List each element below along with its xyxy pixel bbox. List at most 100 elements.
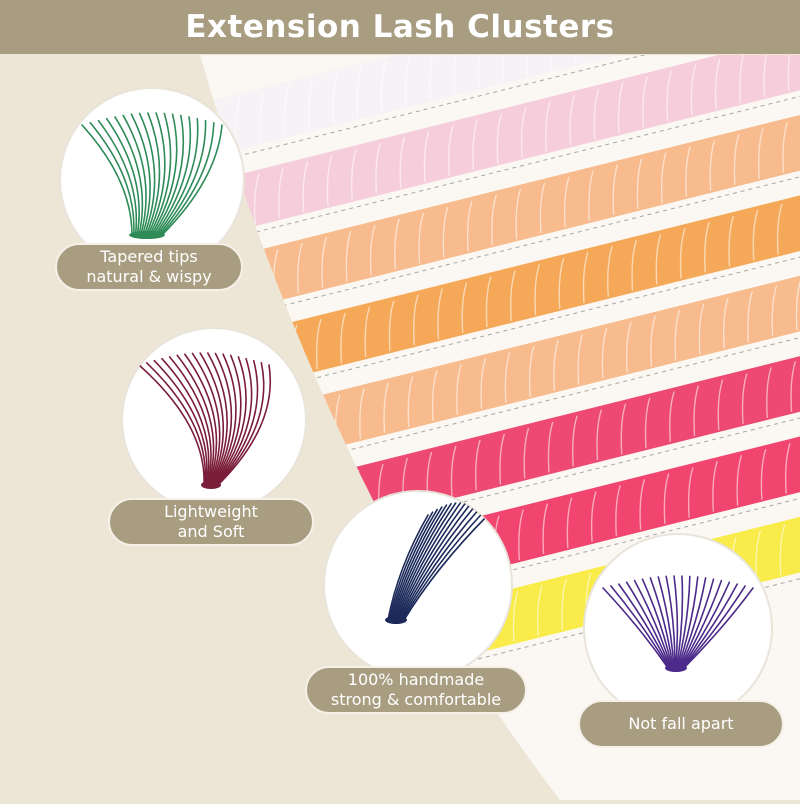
lash-fiber	[456, 364, 462, 415]
lash-strand	[649, 577, 674, 669]
lash-fiber	[388, 300, 395, 352]
lash-fiber	[485, 276, 492, 328]
lash-fiber	[340, 312, 346, 364]
lash-strand	[191, 352, 221, 486]
lash-strand	[675, 575, 684, 669]
lash-strand	[625, 581, 672, 669]
navy-lash-cluster-image	[385, 502, 489, 624]
lash-strand	[216, 361, 265, 486]
lash-fiber	[639, 479, 646, 530]
lash-fiber	[790, 361, 797, 412]
page-title: Extension Lash Clusters	[185, 9, 615, 45]
lash-strand	[130, 113, 151, 236]
row-divider	[200, 55, 800, 202]
lash-strand	[154, 116, 192, 236]
feature-label-line: 100% handmade	[347, 670, 485, 689]
lash-fiber	[782, 122, 789, 173]
lash-fiber	[512, 591, 519, 642]
lash-strand	[673, 575, 679, 669]
lash-fiber	[787, 55, 794, 91]
lash-fiber	[375, 143, 382, 194]
lash-strand	[397, 502, 466, 621]
lash-fiber	[501, 55, 508, 82]
feature-label-line: Tapered tips	[100, 247, 198, 266]
lash-fiber	[539, 182, 546, 234]
lash-strand	[145, 361, 207, 486]
lash-row-band	[200, 77, 800, 346]
lash-fiber	[669, 391, 675, 443]
lash-fiber	[574, 55, 581, 64]
feature-label-tapered: Tapered tips natural & wispy	[55, 243, 243, 291]
lash-strand	[388, 511, 434, 621]
lash-fiber	[636, 158, 643, 210]
lash-fiber	[450, 445, 457, 497]
lash-fiber	[693, 385, 700, 437]
lash-strand	[184, 353, 218, 486]
lash-strand	[657, 576, 675, 669]
lash-strand	[389, 508, 439, 621]
lash-fiber	[329, 476, 336, 527]
lash-fiber	[553, 339, 559, 391]
lash-strand	[114, 116, 144, 236]
lash-fiber	[666, 70, 673, 122]
lash-strand	[676, 575, 691, 669]
lash-fiber	[747, 291, 753, 343]
lash-strand	[394, 502, 457, 621]
lash-fiber	[466, 200, 473, 252]
lash-fiber	[461, 282, 468, 334]
lash-fiber	[674, 309, 681, 361]
lash-fiber	[413, 294, 419, 346]
lash-fiber	[776, 203, 783, 255]
lash-fiber	[431, 370, 438, 421]
lash-row-band	[200, 55, 800, 194]
lash-fiber	[253, 173, 260, 225]
lash-fiber	[429, 55, 435, 100]
lash-fiber	[523, 427, 530, 479]
lash-strand	[665, 575, 676, 669]
lash-fiber	[227, 582, 233, 633]
lash-fiber	[722, 297, 729, 349]
lash-fiber	[596, 409, 603, 461]
lash-strand	[89, 121, 135, 236]
lash-fiber	[480, 358, 487, 409]
lash-fiber	[510, 270, 516, 321]
lash-fiber	[588, 170, 594, 222]
lash-fiber	[515, 188, 522, 240]
lash-fiber	[690, 64, 697, 116]
green-lash-cluster-image	[81, 112, 223, 239]
feature-label-line: natural & wispy	[86, 267, 212, 286]
lash-fiber	[299, 563, 306, 615]
lash-fiber	[779, 524, 786, 576]
lash-fiber	[245, 657, 252, 709]
lash-fiber	[741, 373, 748, 424]
lash-fiber	[760, 448, 767, 500]
lash-fiber	[590, 491, 597, 542]
lash-strand	[215, 359, 259, 486]
lash-strand	[212, 353, 237, 486]
lash-strand	[390, 506, 443, 621]
lash-fiber	[679, 227, 686, 279]
lash-fiber	[563, 176, 570, 228]
lash-fiber	[332, 73, 338, 125]
lash-strand	[682, 585, 746, 669]
lash-fiber	[714, 58, 721, 110]
lash-strand	[97, 119, 138, 236]
lash-fiber	[561, 579, 568, 630]
lash-fiber	[545, 100, 551, 152]
lash-fiber	[326, 155, 333, 206]
lash-fiber	[200, 669, 204, 721]
lash-fiber	[315, 318, 322, 370]
lash-strand	[681, 583, 739, 669]
lash-fiber	[369, 224, 376, 276]
lash-fiber	[472, 118, 479, 170]
title-banner: Extension Lash Clusters	[0, 0, 800, 54]
lash-fiber	[558, 258, 565, 309]
lash-strand	[617, 583, 671, 669]
lash-fiber	[687, 467, 694, 518]
lash-fiber	[394, 218, 400, 270]
feature-label-line: Not fall apart	[628, 714, 734, 733]
lash-fiber	[404, 55, 411, 107]
lash-strand	[213, 354, 242, 486]
burgundy-lash-cluster-image	[138, 352, 272, 489]
